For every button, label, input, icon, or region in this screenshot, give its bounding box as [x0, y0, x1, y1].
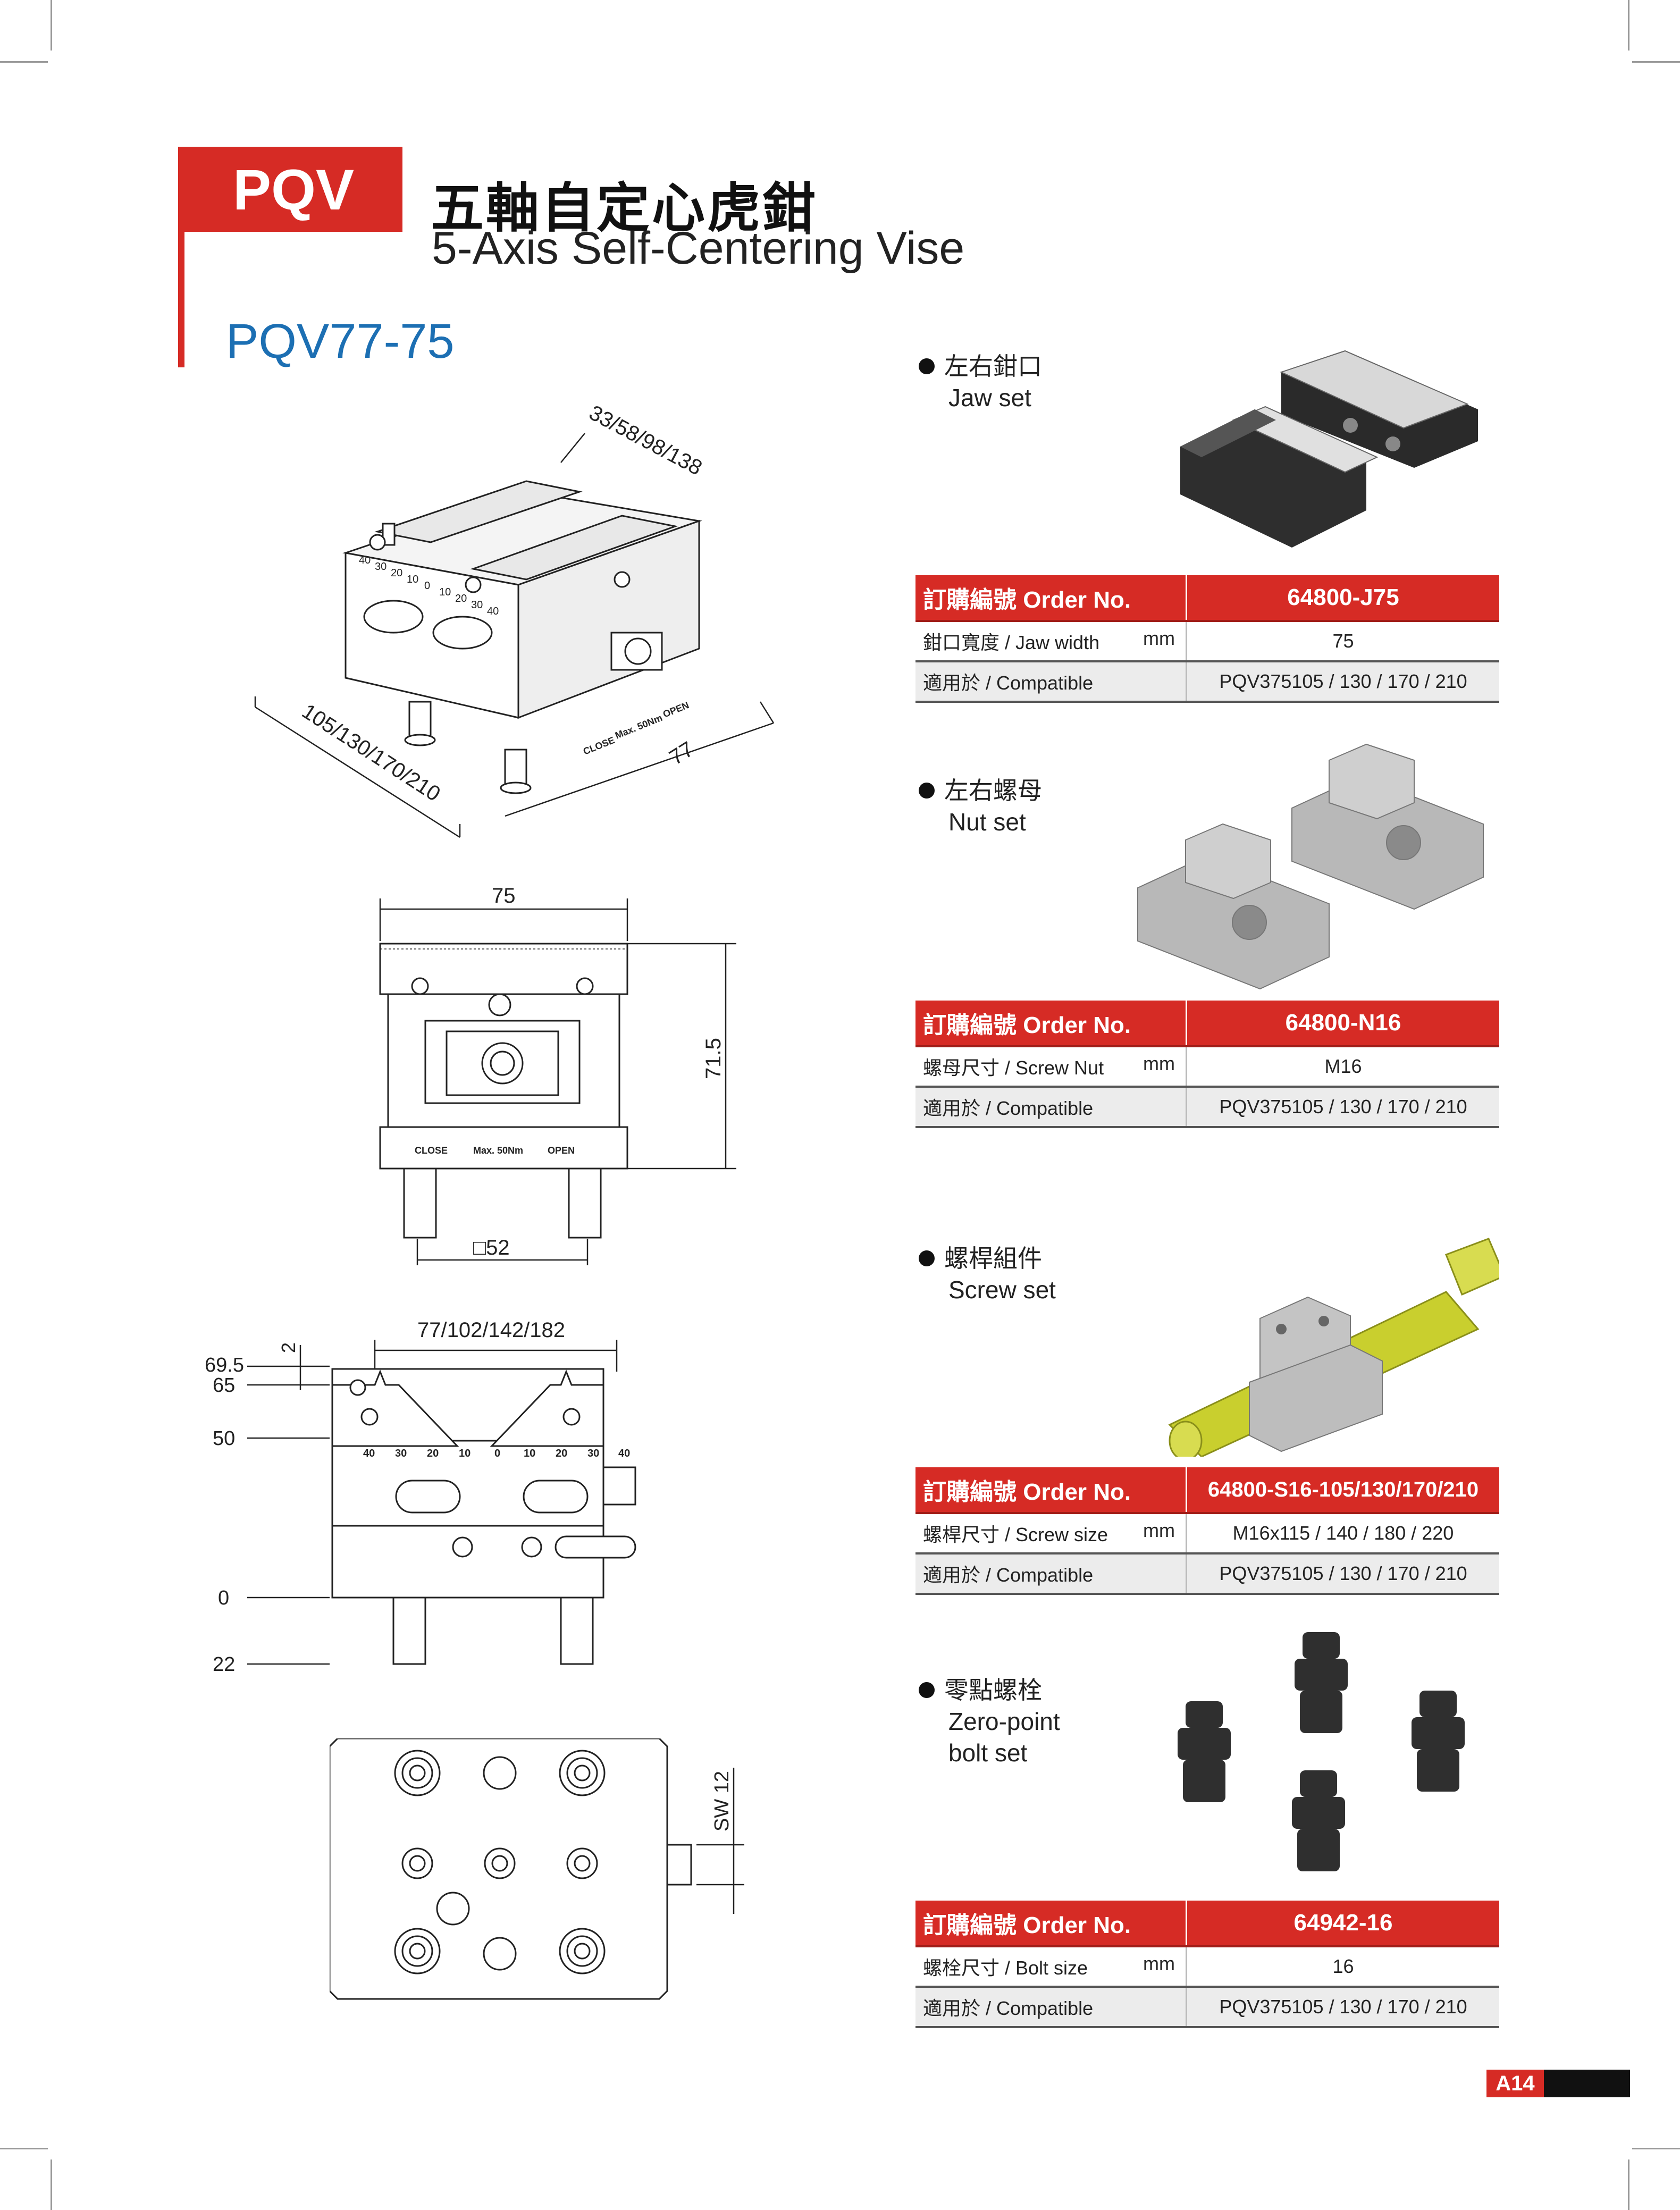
spec-value: PQV375105 / 130 / 170 / 210	[1186, 1987, 1499, 2028]
side-scale-mark: 20	[427, 1448, 439, 1459]
side-scale-mark: 40	[618, 1448, 630, 1459]
page-number-bar: A14	[1486, 2070, 1630, 2097]
side-scale-mark: 10	[459, 1448, 471, 1459]
crop-mark	[0, 61, 48, 63]
spec-value: PQV375105 / 130 / 170 / 210	[1186, 661, 1499, 703]
spec-value: M16	[1186, 1046, 1499, 1088]
jaw-set-table: 訂購編號 Order No. 64800-J75 鉗口寬度 / Jaw widt…	[915, 575, 1499, 703]
side-scale-mark: 10	[524, 1448, 535, 1459]
order-code: 64942-16	[1186, 1901, 1499, 1947]
side-small-dim: 2	[278, 1342, 299, 1353]
spec-value: PQV375105 / 130 / 170 / 210	[1186, 1553, 1499, 1595]
bullet-icon	[919, 782, 935, 799]
header-accent-bar	[178, 147, 184, 367]
screw-set-table: 訂購編號 Order No. 64800-S16-105/130/170/210…	[915, 1467, 1499, 1595]
spec-value: PQV375105 / 130 / 170 / 210	[1186, 1087, 1499, 1128]
crop-mark	[51, 2159, 52, 2210]
side-scale-mark: 30	[587, 1448, 599, 1459]
order-code: 64800-N16	[1186, 1001, 1499, 1047]
order-no-label: 訂購編號 Order No.	[915, 1001, 1187, 1047]
bolt-set-label: 零點螺栓 Zero-point bolt set	[919, 1675, 1060, 1769]
iso-open-label: OPEN	[661, 700, 691, 720]
side-scale-mark: 30	[395, 1448, 407, 1459]
iso-scale-mark: 20	[455, 593, 467, 604]
order-code: 64800-S16-105/130/170/210	[1186, 1467, 1499, 1514]
front-width-dim: 75	[492, 888, 516, 907]
iso-scale-mark: 40	[487, 606, 499, 617]
iso-torque-label: Max. 50Nm	[614, 712, 664, 741]
crop-mark	[0, 2148, 48, 2149]
front-bolt-dim: □52	[473, 1236, 510, 1259]
front-close-label: CLOSE	[415, 1145, 448, 1156]
bolt-set-table: 訂購編號 Order No. 64942-16 螺栓尺寸 / Bolt size…	[915, 1901, 1499, 2028]
iso-scale-mark: 10	[439, 586, 451, 598]
screw-set-label: 螺桿組件 Screw set	[919, 1243, 1056, 1306]
nut-set-label: 左右螺母 Nut set	[919, 775, 1042, 838]
iso-top-dim: 33/58/98/138	[585, 401, 706, 480]
page-number: A14	[1486, 2070, 1544, 2097]
front-view-drawing: 75 71.5 □52 CLOSE Max. 50Nm OPEN	[367, 888, 750, 1281]
iso-drawing: 33/58/98/138 105/130/170/210 77 40 30 20…	[250, 383, 792, 861]
side-top-dim: 77/102/142/182	[417, 1318, 565, 1342]
crop-mark	[1628, 2159, 1629, 2210]
front-open-label: OPEN	[548, 1145, 575, 1156]
nut-set-photo	[1127, 728, 1489, 997]
iso-scale-mark: 30	[375, 561, 387, 573]
side-scale-mark: 0	[494, 1448, 500, 1459]
crop-mark	[1632, 61, 1680, 63]
iso-scale-mark: 0	[424, 580, 430, 592]
crop-mark	[51, 0, 52, 51]
iso-scale-mark: 40	[359, 554, 371, 566]
spec-value: M16x115 / 140 / 180 / 220	[1186, 1513, 1499, 1554]
nut-set-table: 訂購編號 Order No. 64800-N16 螺母尺寸 / Screw Nu…	[915, 1001, 1499, 1128]
crop-mark	[1628, 0, 1629, 51]
iso-height-dim: 77	[665, 737, 698, 770]
spec-value: 16	[1186, 1946, 1499, 1988]
side-scale-mark: 20	[556, 1448, 567, 1459]
bullet-icon	[919, 1682, 935, 1698]
order-no-label: 訂購編號 Order No.	[915, 575, 1187, 622]
bottom-sw-dim: SW 12	[711, 1771, 733, 1831]
side-level-label: 50	[213, 1427, 235, 1450]
order-no-label: 訂購編號 Order No.	[915, 1467, 1187, 1514]
side-view-drawing: 77/102/142/182 2 69.5 65 50 0 22 40 30 2…	[205, 1313, 726, 1685]
bolt-set-photo	[1164, 1627, 1483, 1885]
front-torque-label: Max. 50Nm	[473, 1145, 523, 1156]
side-scale-mark: 40	[363, 1448, 375, 1459]
side-level-label: 0	[218, 1587, 229, 1609]
side-level-label: 22	[213, 1653, 235, 1676]
iso-scale-mark: 30	[471, 599, 483, 611]
spec-value: 75	[1186, 621, 1499, 662]
front-height-dim: 71.5	[702, 1038, 725, 1079]
side-level-label: 69.5	[205, 1354, 244, 1376]
crop-mark	[1632, 2148, 1680, 2149]
bottom-view-drawing: SW 12	[330, 1738, 755, 2036]
iso-scale-mark: 10	[407, 574, 418, 585]
page-title-cn: 五軸自定心虎鉗	[431, 177, 818, 239]
iso-close-label: CLOSE	[582, 735, 616, 757]
bullet-icon	[919, 358, 935, 374]
iso-scale-mark: 20	[391, 567, 402, 579]
bullet-icon	[919, 1250, 935, 1266]
side-level-label: 65	[213, 1374, 235, 1397]
series-badge: PQV	[184, 147, 402, 232]
jaw-set-label: 左右鉗口 Jaw set	[919, 351, 1042, 414]
jaw-set-photo	[1170, 340, 1489, 566]
order-no-label: 訂購編號 Order No.	[915, 1901, 1187, 1947]
screw-set-photo	[1159, 1223, 1506, 1461]
page-title-en: 5-Axis Self-Centering Vise	[432, 223, 965, 274]
model-number: PQV77-75	[226, 314, 455, 368]
order-code: 64800-J75	[1186, 575, 1499, 622]
